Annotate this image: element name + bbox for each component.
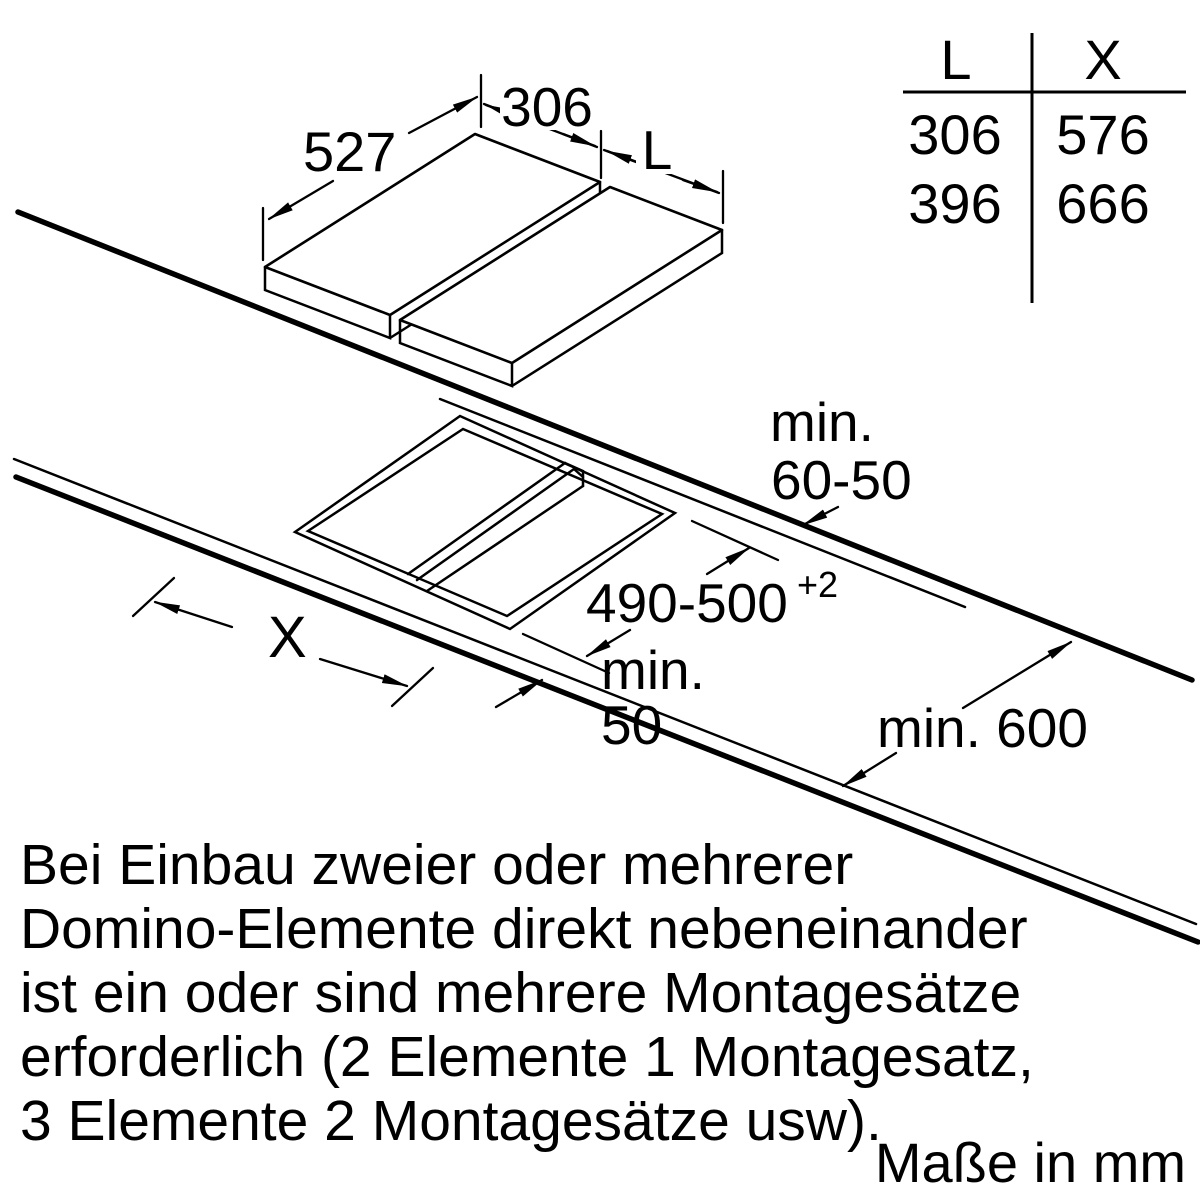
table-cell-r0c0: 306 xyxy=(908,103,1001,166)
note-text-block: Bei Einbau zweier oder mehrerer Domino-E… xyxy=(20,833,1034,1153)
front-web-label-line1: min. xyxy=(601,639,705,701)
worktop-cutout xyxy=(292,414,678,631)
cutout-depth-rear-tick xyxy=(690,519,780,562)
note-line-1: Bei Einbau zweier oder mehrerer xyxy=(20,833,853,897)
right-hob-plate-sides xyxy=(398,228,724,388)
table-cell-r0c1: 576 xyxy=(1056,103,1149,166)
note-line-2: Domino-Elemente direkt nebeneinander xyxy=(20,897,1028,961)
cutout-inner-rim xyxy=(305,427,665,618)
x-dim-right-arrow xyxy=(318,657,409,688)
size-table xyxy=(903,33,1186,303)
cutout-depth-front-arrow xyxy=(585,628,632,658)
rear-clearance-label-line2: 60-50 xyxy=(771,449,912,511)
worktop-front-edge-line xyxy=(13,474,1200,945)
worktop-rear-edge-inner-line xyxy=(438,397,967,609)
depth-dim-label: 527 xyxy=(303,120,396,183)
cutout-depth-rear-arrow xyxy=(705,546,751,576)
note-line-5: 3 Elemente 2 Montagesätze usw). xyxy=(20,1089,882,1153)
front-web-arrow xyxy=(494,678,544,709)
width-dim-label: 306 xyxy=(501,76,593,138)
cutout-depth-label: 490-500 xyxy=(586,572,788,634)
table-cell-r1c1: 666 xyxy=(1056,172,1149,235)
installation-dimension-marks xyxy=(131,505,1073,788)
cutout-depth-tolerance-label: +2 xyxy=(797,564,838,605)
note-line-4: erforderlich (2 Elemente 1 Montagesatz, xyxy=(20,1025,1034,1089)
x-dim-right-tick xyxy=(390,666,435,708)
table-cell-r1c0: 396 xyxy=(908,172,1001,235)
mounting-rail xyxy=(406,461,585,593)
x-dim-left-tick xyxy=(131,576,176,618)
worktop-depth-label: min. 600 xyxy=(877,697,1088,759)
note-line-3: ist ein oder sind mehrere Montagesätze xyxy=(20,961,1021,1025)
rear-clearance-arrow xyxy=(801,505,840,527)
worktop-edges xyxy=(12,209,1200,945)
units-label: Maße in mm xyxy=(875,1131,1186,1194)
cutout-outer-rim xyxy=(292,414,678,631)
worktop-rear-edge-line xyxy=(15,209,1195,683)
x-dim-left-arrow xyxy=(153,600,234,629)
rear-clearance-label-line1: min. xyxy=(770,391,874,453)
table-header-X: X xyxy=(1084,28,1121,91)
front-web-label-line2: 50 xyxy=(601,694,662,756)
table-header-L: L xyxy=(940,28,971,91)
hob-plates-top-view xyxy=(263,132,724,388)
worktop-depth-rear-arrow xyxy=(961,640,1073,710)
cutout-width-label: X xyxy=(268,605,307,670)
worktop-front-edge-top-line xyxy=(12,457,1198,926)
worktop-depth-front-arrow xyxy=(841,751,898,788)
variable-width-label-halo xyxy=(636,128,678,174)
cutout-depth-front-tick xyxy=(521,632,611,675)
depth-dim-rear-arrow xyxy=(407,95,479,135)
depth-dim-front-arrow xyxy=(267,179,335,221)
width-label-halo xyxy=(500,84,594,130)
variable-width-dim-label: L xyxy=(642,119,673,181)
